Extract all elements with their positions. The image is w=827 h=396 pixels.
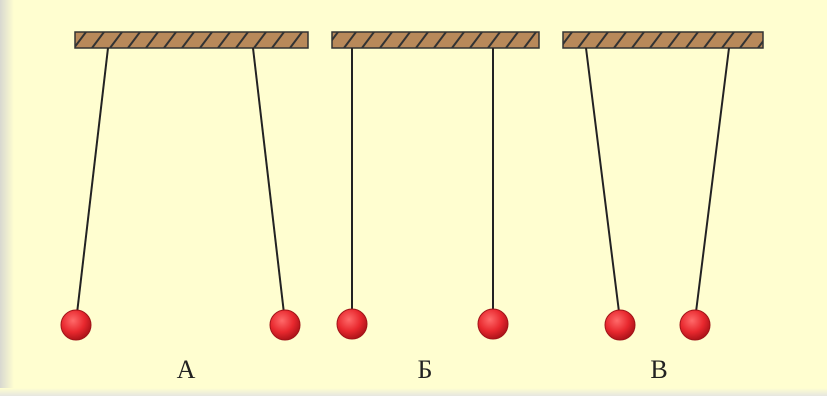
left-edge-shadow xyxy=(0,0,14,396)
string-a-right xyxy=(252,47,286,323)
setup-b: Б xyxy=(331,31,540,384)
label-a: А xyxy=(177,355,196,384)
label-c: В xyxy=(650,355,667,384)
string-c-right xyxy=(695,47,730,313)
ball-c-right xyxy=(679,309,711,341)
bottom-edge-shadow xyxy=(0,388,827,396)
ceiling-c xyxy=(562,31,764,49)
ball-b-left xyxy=(336,308,368,340)
ceiling-b xyxy=(331,31,540,49)
ball-c-left xyxy=(604,309,636,341)
setup-c: В xyxy=(562,31,764,384)
setup-a: А xyxy=(60,31,309,384)
string-a-left xyxy=(75,47,109,323)
ball-b-right xyxy=(477,308,509,340)
ball-a-right xyxy=(269,309,301,341)
string-c-left xyxy=(585,47,620,313)
ceiling-a xyxy=(74,31,309,49)
ball-a-left xyxy=(60,309,92,341)
label-b: Б xyxy=(418,355,433,384)
